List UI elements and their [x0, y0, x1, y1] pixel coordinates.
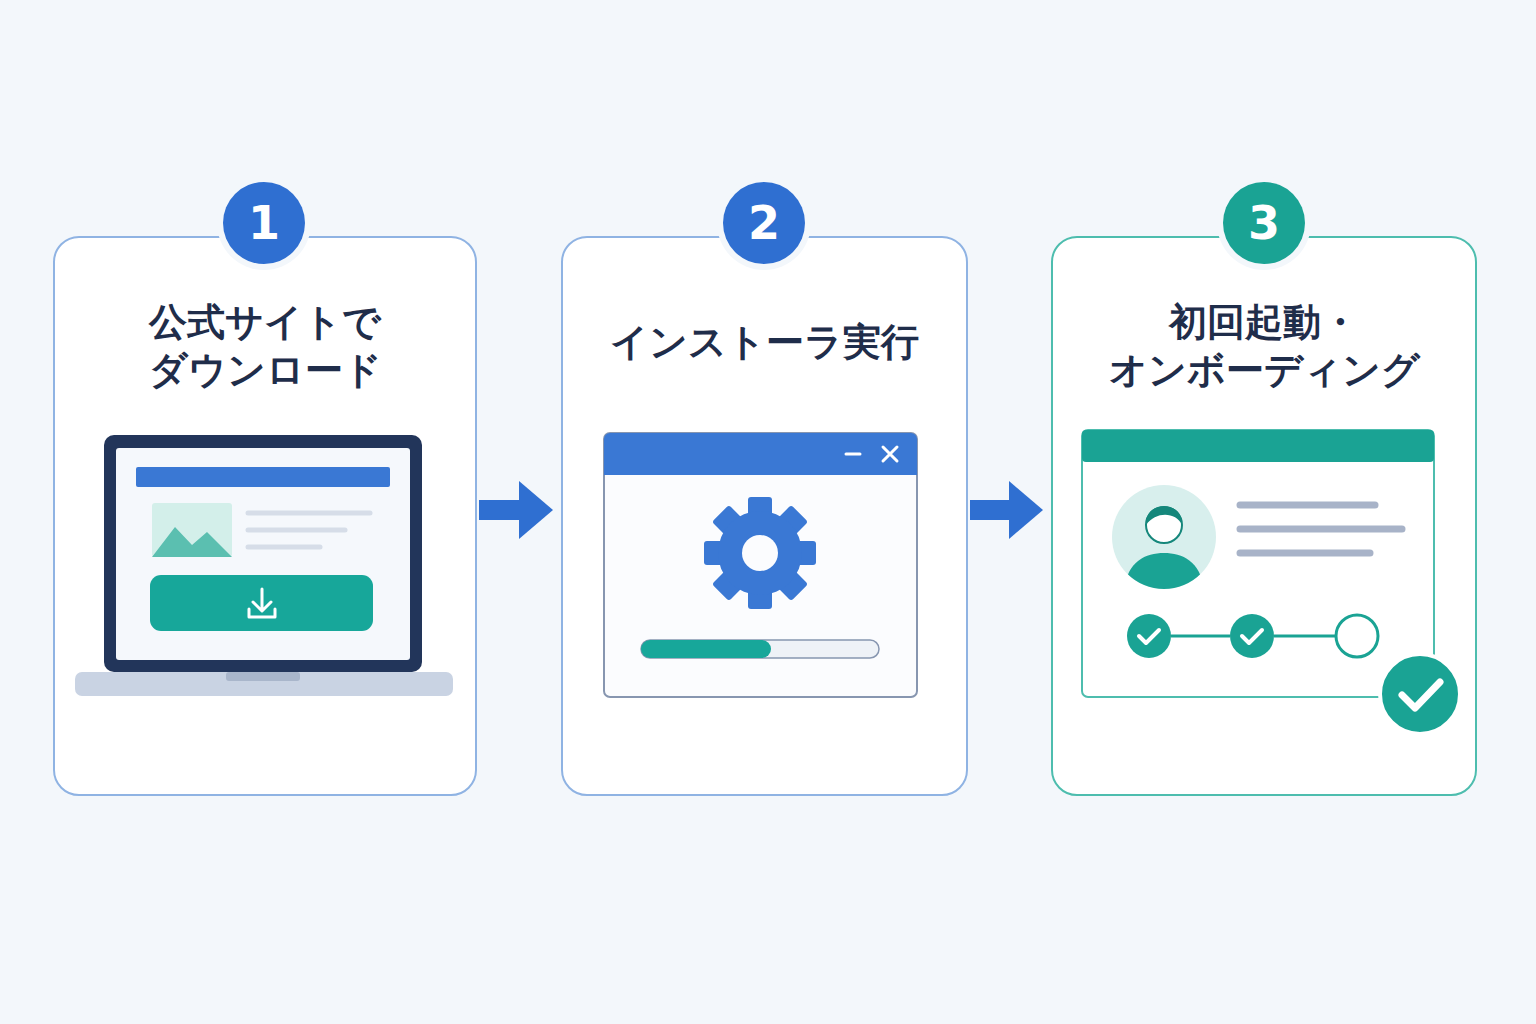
step-title: 初回起動・ オンボーディング — [1053, 298, 1475, 394]
step-title: インストーラ実行 — [563, 318, 966, 366]
flow-arrow — [479, 500, 519, 520]
flow-arrow — [970, 500, 1009, 520]
step-number: 3 — [1223, 182, 1305, 264]
step-card: 公式サイトで ダウンロード — [53, 236, 477, 796]
step-number-text: 1 — [248, 200, 280, 246]
step-card: 初回起動・ オンボーディング — [1051, 236, 1477, 796]
step-number: 2 — [723, 182, 805, 264]
step-number: 1 — [223, 182, 305, 264]
step-number-text: 3 — [1248, 200, 1280, 246]
step-title: 公式サイトで ダウンロード — [55, 298, 475, 394]
step-number-text: 2 — [748, 200, 780, 246]
step-card: インストーラ実行 — [561, 236, 968, 796]
